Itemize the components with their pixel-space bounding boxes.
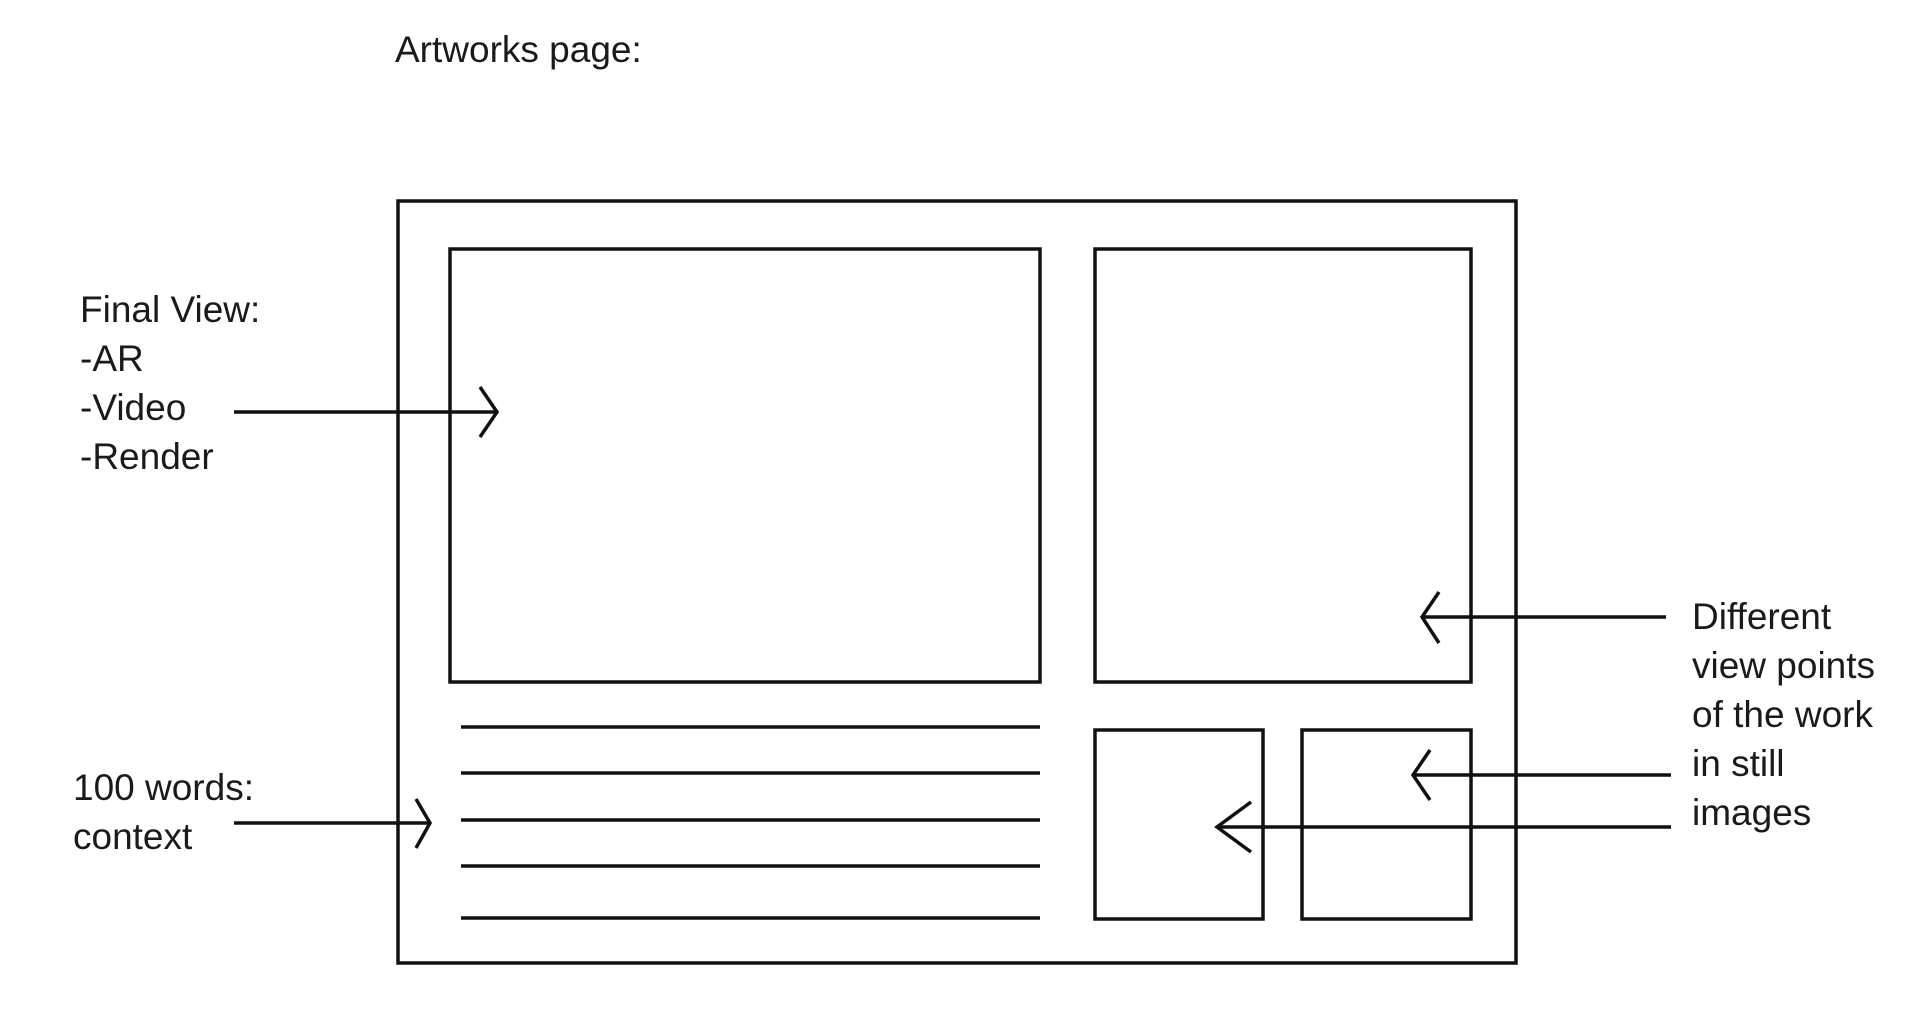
annotation-line: view points xyxy=(1692,645,1876,686)
text-placeholder-lines xyxy=(461,725,1040,920)
context-arrow xyxy=(234,798,433,849)
annotation-line: -AR xyxy=(80,338,144,379)
final-view-annotation: Final View: -AR -Video -Render xyxy=(80,285,260,481)
annotation-line: context xyxy=(73,816,193,857)
annotation-line: images xyxy=(1692,792,1812,833)
arrowhead-right-icon xyxy=(478,386,500,438)
viewpoint-arrow-small-1 xyxy=(1214,800,1671,854)
arrowhead-left-icon xyxy=(1214,800,1253,854)
page-frame xyxy=(396,199,1518,965)
viewpoint-image-small-1 xyxy=(1093,728,1265,921)
annotation-line: Final View: xyxy=(80,289,261,330)
annotation-line: of the work xyxy=(1692,694,1873,735)
page-title: Artworks page: xyxy=(395,29,642,70)
annotation-line: -Render xyxy=(80,436,214,477)
arrowhead-right-icon xyxy=(414,798,433,849)
annotation-line: 100 words: xyxy=(73,767,254,808)
context-annotation: 100 words: context xyxy=(73,763,254,861)
annotation-line: -Video xyxy=(80,387,187,428)
annotation-line: Different xyxy=(1692,596,1832,637)
view-points-annotation: Different view points of the work in sti… xyxy=(1692,592,1875,837)
final-view-arrow xyxy=(234,386,500,438)
annotation-line: in still xyxy=(1692,743,1785,784)
viewpoint-image-small-2 xyxy=(1300,728,1473,921)
main-media-box xyxy=(448,247,1042,684)
arrowhead-left-icon xyxy=(1419,591,1441,644)
arrowhead-left-icon xyxy=(1410,749,1432,801)
viewpoint-image-large xyxy=(1093,247,1473,684)
viewpoint-arrow-large xyxy=(1419,591,1666,644)
viewpoint-arrow-small-2 xyxy=(1410,749,1671,801)
